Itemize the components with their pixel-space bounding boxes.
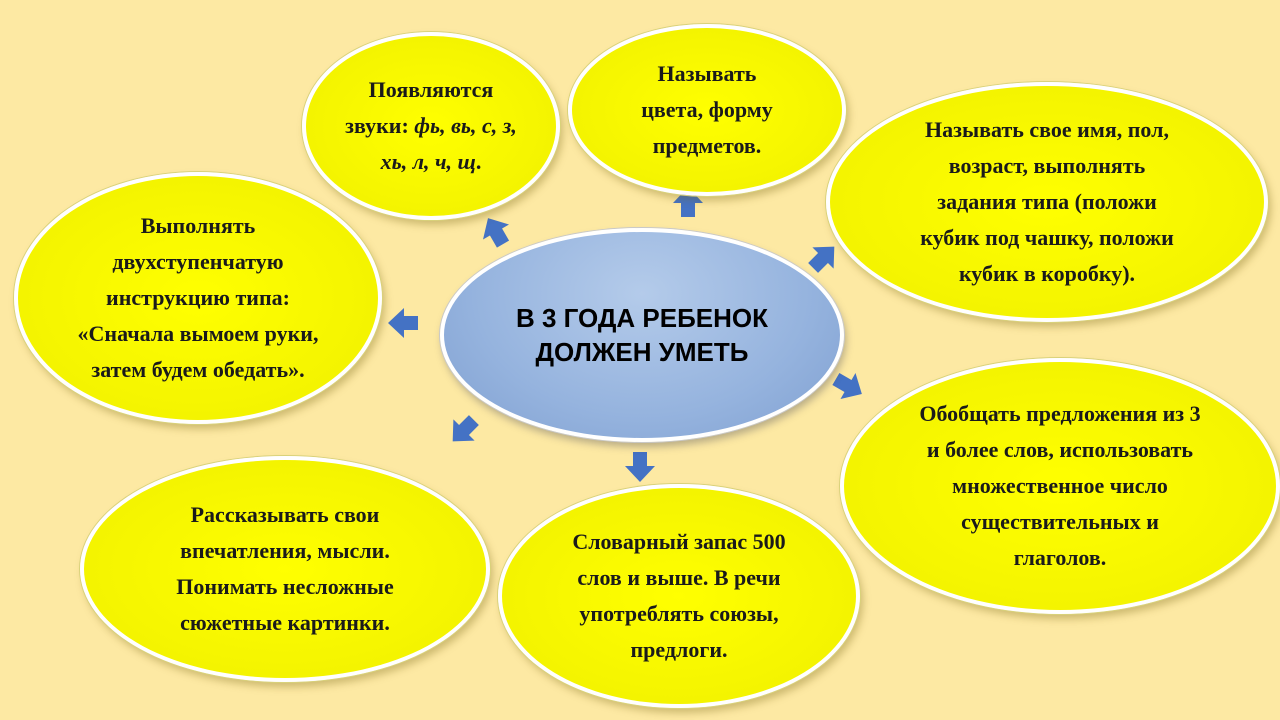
bubble-instruction: Выполнять двухступенчатую инструкцию тип… — [14, 172, 382, 424]
bubble-sentences: Обобщать предложения из 3 и более слов, … — [840, 358, 1280, 614]
bubble-instruction-text: Выполнять двухступенчатую инструкцию тип… — [77, 213, 319, 382]
bubble-colors: Называть цвета, форму предметов. — [568, 24, 846, 196]
arrow-to-sounds — [475, 210, 516, 252]
arrow-to-impressions — [442, 409, 485, 452]
arrow-to-sentences — [828, 366, 870, 407]
arrow-to-instruction — [388, 308, 418, 338]
bubble-impressions: Рассказывать свои впечатления, мысли. По… — [80, 456, 490, 682]
arrow-to-vocabulary — [625, 452, 655, 482]
bubble-sounds-text: Появляются звуки: фь, вь, с, з, хь, л, ч… — [345, 77, 517, 174]
center-line-2: ДОЛЖЕН УМЕТЬ — [535, 337, 749, 367]
center-line-1: В 3 ГОДА РЕБЕНОК — [515, 303, 769, 333]
bubble-identity-text: Называть свое имя, пол, возраст, выполня… — [920, 117, 1174, 286]
bubble-identity: Называть свое имя, пол, возраст, выполня… — [826, 82, 1268, 322]
bubble-impressions-text: Рассказывать свои впечатления, мысли. По… — [176, 502, 394, 635]
bubble-vocabulary: Словарный запас 500 слов и выше. В речи … — [498, 484, 860, 708]
center-topic: В 3 ГОДА РЕБЕНОК ДОЛЖЕН УМЕТЬ — [440, 228, 844, 442]
bubble-sounds: Появляются звуки: фь, вь, с, з, хь, л, ч… — [302, 32, 560, 220]
bubble-sentences-text: Обобщать предложения из 3 и более слов, … — [919, 401, 1201, 570]
bubble-colors-text: Называть цвета, форму предметов. — [641, 61, 773, 158]
bubble-vocabulary-text: Словарный запас 500 слов и выше. В речи … — [572, 529, 786, 662]
